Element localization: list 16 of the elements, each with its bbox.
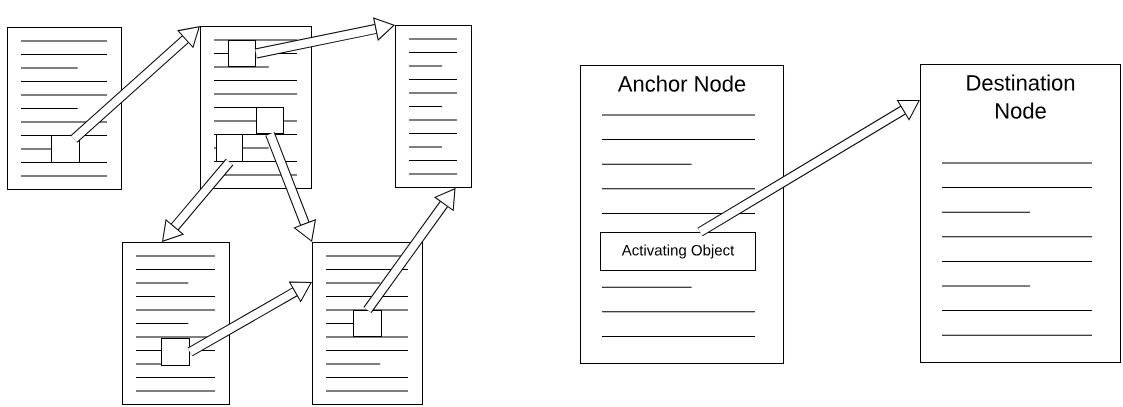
link-anchor-box (256, 107, 284, 134)
block-arrow (697, 99, 920, 237)
block-arrow (70, 26, 200, 143)
block-arrow (265, 132, 316, 242)
link-anchor-box (161, 338, 190, 366)
block-arrow (187, 281, 312, 357)
activating-object-box: Activating Object (600, 232, 756, 271)
document-page: Destination Node (920, 64, 1121, 363)
link-anchor-box (216, 134, 243, 162)
document-page (395, 25, 472, 188)
link-anchor-box (353, 310, 382, 337)
block-arrow (363, 188, 456, 313)
link-anchor-box (51, 135, 80, 163)
block-arrow (255, 17, 395, 59)
link-anchor-box (228, 40, 256, 67)
block-arrow (162, 158, 234, 242)
